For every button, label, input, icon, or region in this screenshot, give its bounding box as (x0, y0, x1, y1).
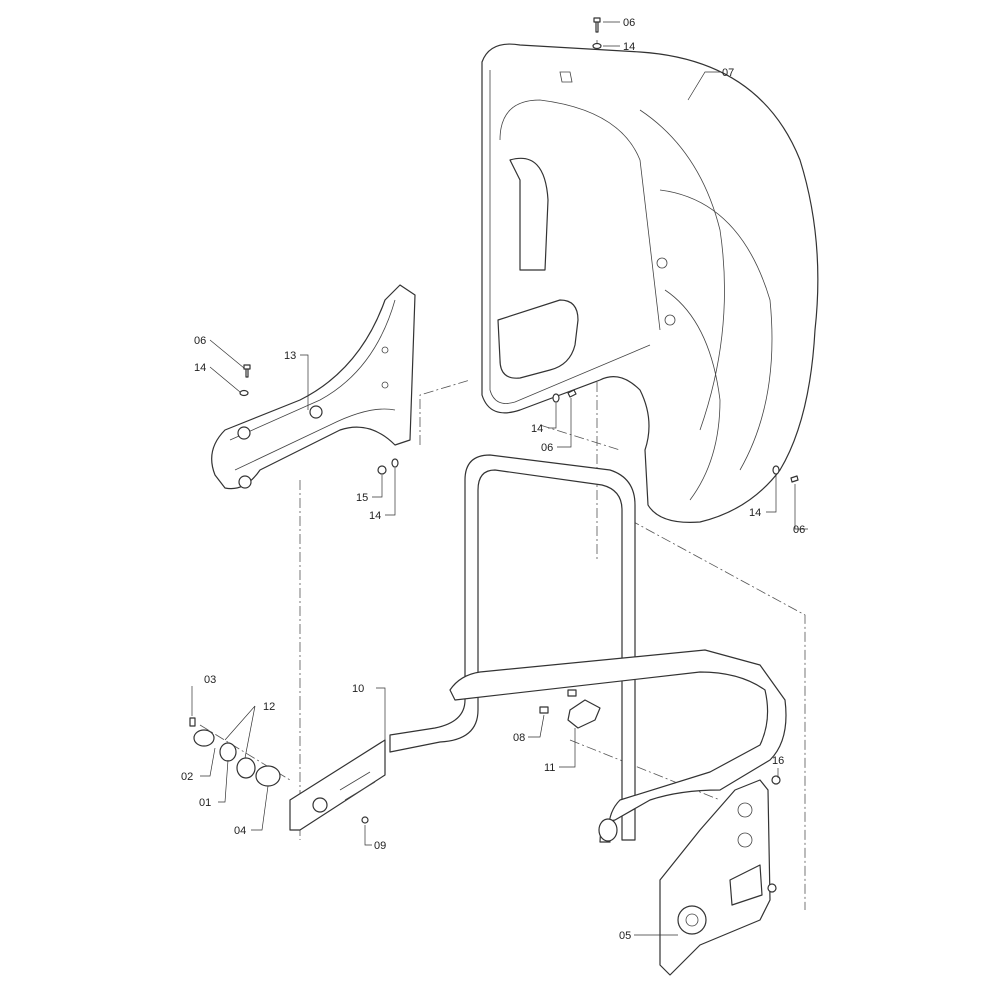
callout-15: 15 (356, 492, 368, 504)
callout-10: 10 (352, 683, 364, 695)
callout-05: 05 (619, 930, 631, 942)
callout-06: 06 (541, 442, 553, 454)
callout-14: 14 (531, 423, 543, 435)
callout-04: 04 (234, 825, 246, 837)
callout-14: 14 (194, 362, 206, 374)
callout-02: 02 (181, 771, 193, 783)
callout-07: 07 (722, 67, 734, 79)
callout-14: 14 (749, 507, 761, 519)
leader-lines (191, 21, 808, 936)
part-07-back-cover (481, 43, 819, 523)
callout-14: 14 (623, 41, 635, 53)
callout-labels: 06 14 07 06 14 13 15 14 14 06 14 06 03 1… (181, 17, 805, 942)
callout-06: 06 (793, 524, 805, 536)
part-13-bracket (211, 284, 416, 490)
callout-14: 14 (369, 510, 381, 522)
callout-06: 06 (623, 17, 635, 29)
part-10-frame (289, 454, 787, 843)
callout-03: 03 (204, 674, 216, 686)
callout-16: 16 (772, 755, 784, 767)
callout-13: 13 (284, 350, 296, 362)
callout-09: 09 (374, 840, 386, 852)
callout-12: 12 (263, 701, 275, 713)
callout-11: 11 (544, 762, 555, 774)
callout-01: 01 (199, 797, 211, 809)
part-05-plate (659, 779, 777, 976)
hardware (189, 17, 799, 824)
callout-08: 08 (513, 732, 525, 744)
callout-06: 06 (194, 335, 206, 347)
